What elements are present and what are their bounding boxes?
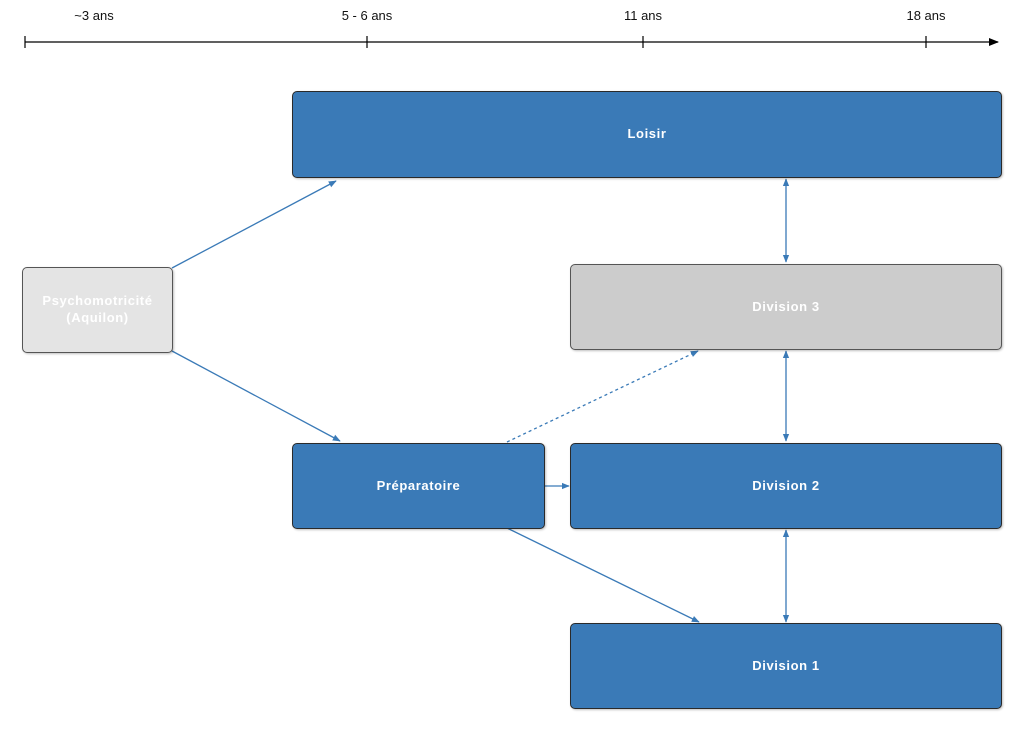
box-division-1: Division 1 — [570, 623, 1002, 709]
box-psychomotricite-line2: (Aquilon) — [66, 310, 129, 325]
box-preparatoire: Préparatoire — [292, 443, 545, 529]
box-loisir-label: Loisir — [627, 126, 667, 142]
arrow-psycho-to-loisir — [171, 180, 337, 269]
tick-label-5-6-ans: 5 - 6 ans — [341, 8, 393, 23]
arrow-preparatoire-to-division3-dotted — [506, 350, 699, 443]
tick-label-3-ans: ~3 ans — [74, 8, 114, 23]
arrow-preparatoire-to-division1 — [506, 527, 700, 623]
box-division-3: Division 3 — [570, 264, 1002, 350]
box-division-3-label: Division 3 — [752, 298, 820, 314]
box-loisir: Loisir — [292, 91, 1002, 178]
tick-label-18-ans: 18 ans — [906, 8, 946, 23]
box-division-1-label: Division 1 — [752, 657, 820, 673]
box-preparatoire-label: Préparatoire — [376, 477, 461, 493]
arrow-psycho-to-preparatoire — [171, 350, 341, 442]
tick-label-11-ans: 11 ans — [623, 8, 663, 23]
box-psychomotricite-line1: Psychomotricité — [42, 293, 153, 309]
box-division-2-label: Division 2 — [752, 477, 820, 493]
box-psychomotricite: Psychomotricité (Aquilon) — [22, 267, 173, 353]
timeline-axis — [24, 36, 999, 48]
box-division-2: Division 2 — [570, 443, 1002, 529]
box-psychomotricite-label: Psychomotricité (Aquilon) — [42, 293, 152, 327]
